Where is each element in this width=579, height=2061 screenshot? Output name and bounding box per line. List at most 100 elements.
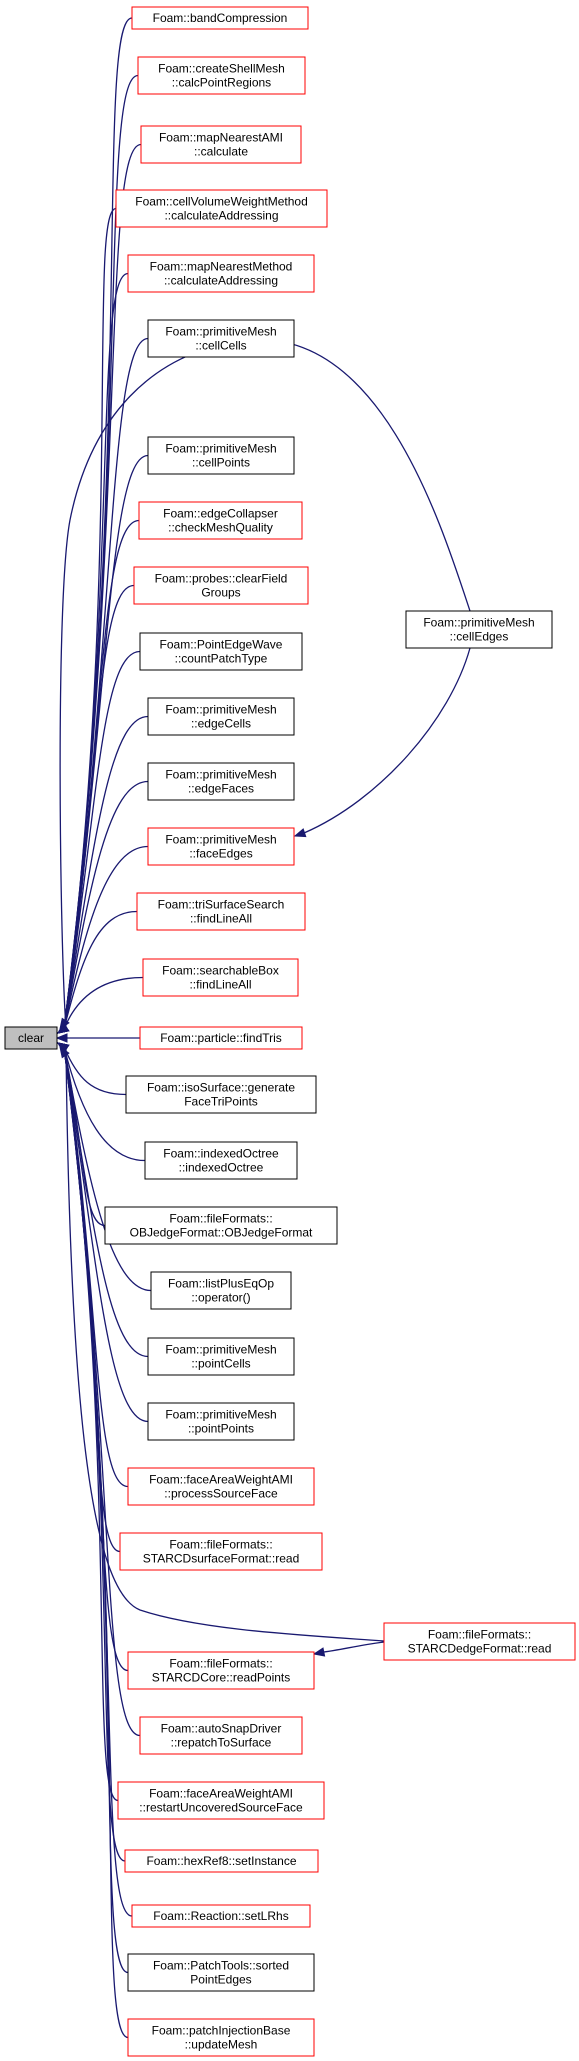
node-label-line: Foam::primitiveMesh bbox=[165, 442, 276, 456]
node-box[interactable] bbox=[131, 1904, 311, 1928]
node-label-line: Foam::probes::clearField bbox=[155, 572, 288, 586]
node-n24[interactable]: Foam::fileFormats::STARCDsurfaceFormat::… bbox=[119, 1532, 323, 1571]
node-label-line: ::cellCells bbox=[195, 339, 246, 353]
node-box[interactable] bbox=[137, 56, 306, 95]
edge-n33-to-n25 bbox=[323, 1641, 385, 1653]
node-n25[interactable]: Foam::fileFormats::STARCDCore::readPoint… bbox=[127, 1651, 315, 1690]
node-box[interactable] bbox=[115, 189, 328, 228]
node-label-line: STARCDsurfaceFormat::read bbox=[143, 1552, 300, 1566]
edge-n32-to-n13 bbox=[303, 647, 471, 834]
node-n10: Foam::PointEdgeWave::countPatchType bbox=[139, 632, 303, 671]
node-box[interactable] bbox=[117, 1781, 325, 1820]
node-box[interactable] bbox=[127, 1467, 315, 1506]
node-label-line: Foam::mapNearestAMI bbox=[159, 131, 283, 145]
edge-n15-to-clear bbox=[63, 976, 144, 1030]
node-box bbox=[147, 436, 295, 475]
node-box bbox=[147, 319, 295, 358]
node-label-line: FaceTriPoints bbox=[184, 1095, 258, 1109]
node-label-line: ::repatchToSurface bbox=[171, 1736, 272, 1750]
node-box[interactable] bbox=[140, 125, 302, 164]
node-label-line: ::restartUncoveredSourceFace bbox=[139, 1801, 303, 1815]
arrowhead bbox=[55, 1033, 68, 1043]
node-box[interactable] bbox=[127, 2018, 315, 2057]
edge-n12-to-clear bbox=[63, 780, 149, 1030]
node-n2[interactable]: Foam::createShellMesh::calcPointRegions bbox=[137, 56, 306, 95]
edge-n5-to-clear bbox=[63, 272, 129, 1030]
node-n31[interactable]: Foam::patchInjectionBase::updateMesh bbox=[127, 2018, 315, 2057]
node-box[interactable] bbox=[136, 892, 306, 931]
node-label-line: Foam::bandCompression bbox=[153, 11, 288, 25]
node-box[interactable] bbox=[147, 827, 295, 866]
node-n3[interactable]: Foam::mapNearestAMI::calculate bbox=[140, 125, 302, 164]
node-box[interactable] bbox=[139, 1716, 303, 1755]
node-label-line: Foam::PointEdgeWave bbox=[160, 638, 283, 652]
node-n14[interactable]: Foam::triSurfaceSearch::findLineAll bbox=[136, 892, 306, 931]
node-n27[interactable]: Foam::faceAreaWeightAMI::restartUncovere… bbox=[117, 1781, 325, 1820]
node-label-line: ::checkMeshQuality bbox=[168, 521, 273, 535]
node-n11: Foam::primitiveMesh::edgeCells bbox=[147, 697, 295, 736]
edge-n10-to-clear bbox=[63, 650, 141, 1030]
node-n1[interactable]: Foam::bandCompression bbox=[131, 6, 309, 30]
node-box[interactable] bbox=[383, 1622, 576, 1661]
edge-n21-to-clear bbox=[63, 1046, 149, 1358]
node-label-line: Foam::cellVolumeWeightMethod bbox=[135, 195, 308, 209]
node-n29[interactable]: Foam::Reaction::setLRhs bbox=[131, 1904, 311, 1928]
edge-n18-to-clear bbox=[63, 1046, 146, 1162]
node-box bbox=[127, 1953, 315, 1992]
node-box bbox=[147, 697, 295, 736]
edge-n28-to-clear bbox=[63, 1046, 126, 1862]
node-label-line: Foam::patchInjectionBase bbox=[152, 2024, 291, 2038]
root-node-clear: clear bbox=[4, 1026, 58, 1050]
node-label-line: Foam::fileFormats:: bbox=[169, 1538, 272, 1552]
node-label-line: ::calculateAddressing bbox=[164, 274, 278, 288]
node-label-line: ::edgeFaces bbox=[188, 782, 254, 796]
node-box[interactable] bbox=[131, 6, 309, 30]
node-label-line: ::indexedOctree bbox=[179, 1161, 264, 1175]
node-n8[interactable]: Foam::edgeCollapser::checkMeshQuality bbox=[138, 501, 303, 540]
node-label-line: Foam::edgeCollapser bbox=[163, 507, 278, 521]
node-label-line: ::pointPoints bbox=[188, 1422, 254, 1436]
node-n28[interactable]: Foam::hexRef8::setInstance bbox=[124, 1849, 319, 1873]
edge-n17-to-clear bbox=[63, 1046, 127, 1096]
node-box[interactable] bbox=[127, 1651, 315, 1690]
node-box[interactable] bbox=[138, 501, 303, 540]
node-n26[interactable]: Foam::autoSnapDriver::repatchToSurface bbox=[139, 1716, 303, 1755]
node-n5[interactable]: Foam::mapNearestMethod::calculateAddress… bbox=[127, 254, 315, 293]
node-label-line: Foam::mapNearestMethod bbox=[150, 260, 293, 274]
node-label-line: Foam::primitiveMesh bbox=[165, 325, 276, 339]
node-n15[interactable]: Foam::searchableBox::findLineAll bbox=[142, 958, 299, 997]
edge-n19-to-clear bbox=[63, 1046, 106, 1227]
node-box bbox=[125, 1075, 317, 1114]
node-box[interactable] bbox=[133, 566, 309, 605]
node-n23[interactable]: Foam::faceAreaWeightAMI::processSourceFa… bbox=[127, 1467, 315, 1506]
node-box bbox=[144, 1141, 298, 1180]
node-label: clear bbox=[18, 1031, 44, 1045]
node-n18: Foam::indexedOctree::indexedOctree bbox=[144, 1141, 298, 1180]
node-label-line: Foam::Reaction::setLRhs bbox=[153, 1909, 288, 1923]
edge-n25-to-clear bbox=[63, 1046, 129, 1672]
node-box[interactable] bbox=[127, 254, 315, 293]
node-n33[interactable]: Foam::fileFormats::STARCDedgeFormat::rea… bbox=[383, 1622, 576, 1661]
edge-n32-to-clear bbox=[59, 339, 471, 1028]
edge-n20-to-clear bbox=[63, 1046, 152, 1292]
edge-n1-to-clear bbox=[63, 17, 133, 1030]
node-label-line: ::cellPoints bbox=[192, 456, 250, 470]
node-box[interactable] bbox=[124, 1849, 319, 1873]
node-n16[interactable]: Foam::particle::findTris bbox=[139, 1026, 303, 1050]
node-n13[interactable]: Foam::primitiveMesh::faceEdges bbox=[147, 827, 295, 866]
edge-n26-to-clear bbox=[63, 1046, 141, 1737]
node-box[interactable] bbox=[142, 958, 299, 997]
node-box[interactable] bbox=[139, 1026, 303, 1050]
edge-n30-to-clear bbox=[63, 1046, 129, 1974]
node-label-line: ::calculateAddressing bbox=[164, 209, 278, 223]
node-label-line: Foam::createShellMesh bbox=[158, 62, 285, 76]
node-label-line: Foam::primitiveMesh bbox=[165, 768, 276, 782]
node-label-line: Foam::listPlusEqOp bbox=[168, 1277, 274, 1291]
node-n4[interactable]: Foam::cellVolumeWeightMethod::calculateA… bbox=[115, 189, 328, 228]
arrowhead bbox=[59, 1045, 70, 1059]
edge-n22-to-clear bbox=[63, 1046, 149, 1423]
node-box[interactable] bbox=[119, 1532, 323, 1571]
